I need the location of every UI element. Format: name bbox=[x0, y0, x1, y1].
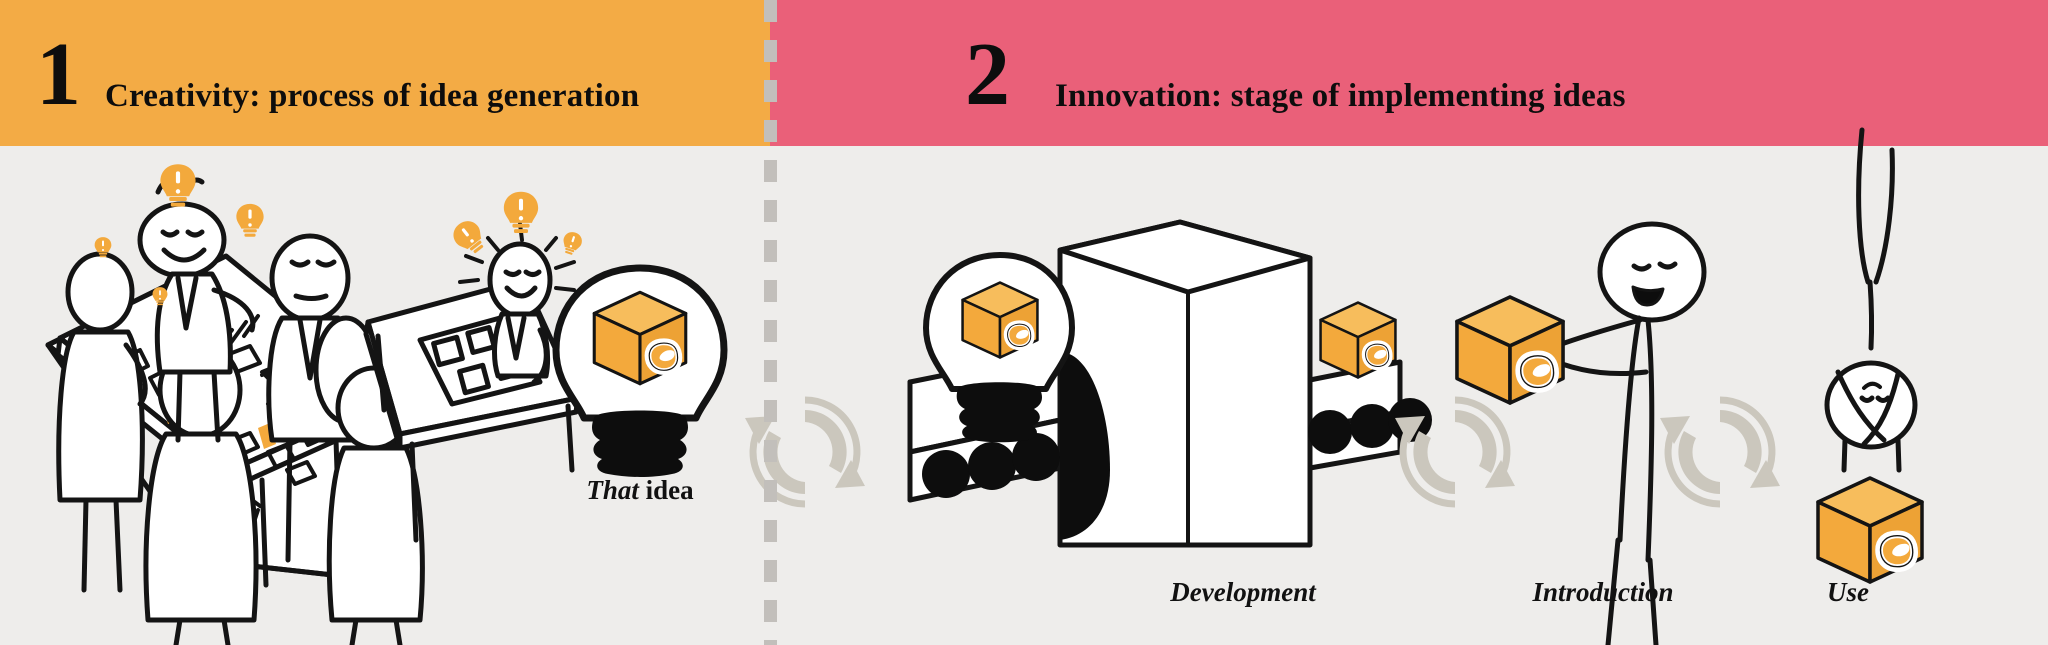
section-1-number: 1 bbox=[36, 25, 81, 124]
machine-input-bulb bbox=[923, 252, 1075, 443]
machine-output-box bbox=[1321, 303, 1396, 378]
caption-that-idea-emphasis: That bbox=[586, 475, 639, 505]
cycle-arrows-icon-3 bbox=[1660, 400, 1780, 504]
user-box bbox=[1818, 478, 1922, 582]
caption-introduction: Introduction bbox=[1532, 577, 1674, 607]
idea-bulbs-designer bbox=[448, 191, 585, 259]
cycle-arrows-icon-2 bbox=[1395, 400, 1515, 504]
section-2-title: Innovation: stage of implementing ideas bbox=[1055, 78, 1626, 114]
idea-lightbulb-with-box bbox=[552, 264, 728, 477]
caption-use: Use bbox=[1827, 577, 1869, 607]
presenter-box bbox=[1457, 297, 1563, 403]
caption-development: Development bbox=[1170, 577, 1316, 607]
section-1-header-band bbox=[0, 0, 770, 146]
section-1-title: Creativity: process of idea generation bbox=[105, 78, 640, 114]
idea-bulbs-meeting bbox=[94, 164, 264, 306]
brainstorm-meeting-table bbox=[45, 177, 435, 645]
caption-that-idea-rest: idea bbox=[638, 475, 694, 505]
designer-at-desk bbox=[363, 222, 581, 543]
caption-that-idea: That idea bbox=[586, 475, 693, 506]
factory-machine bbox=[907, 219, 1432, 548]
dashed-vertical-divider bbox=[764, 0, 777, 645]
user-celebrating-with-box bbox=[1824, 127, 1918, 473]
cycle-arrows-icon-1 bbox=[745, 400, 865, 504]
section-2-header-band bbox=[770, 0, 2048, 146]
section-2-number: 2 bbox=[965, 25, 1010, 124]
